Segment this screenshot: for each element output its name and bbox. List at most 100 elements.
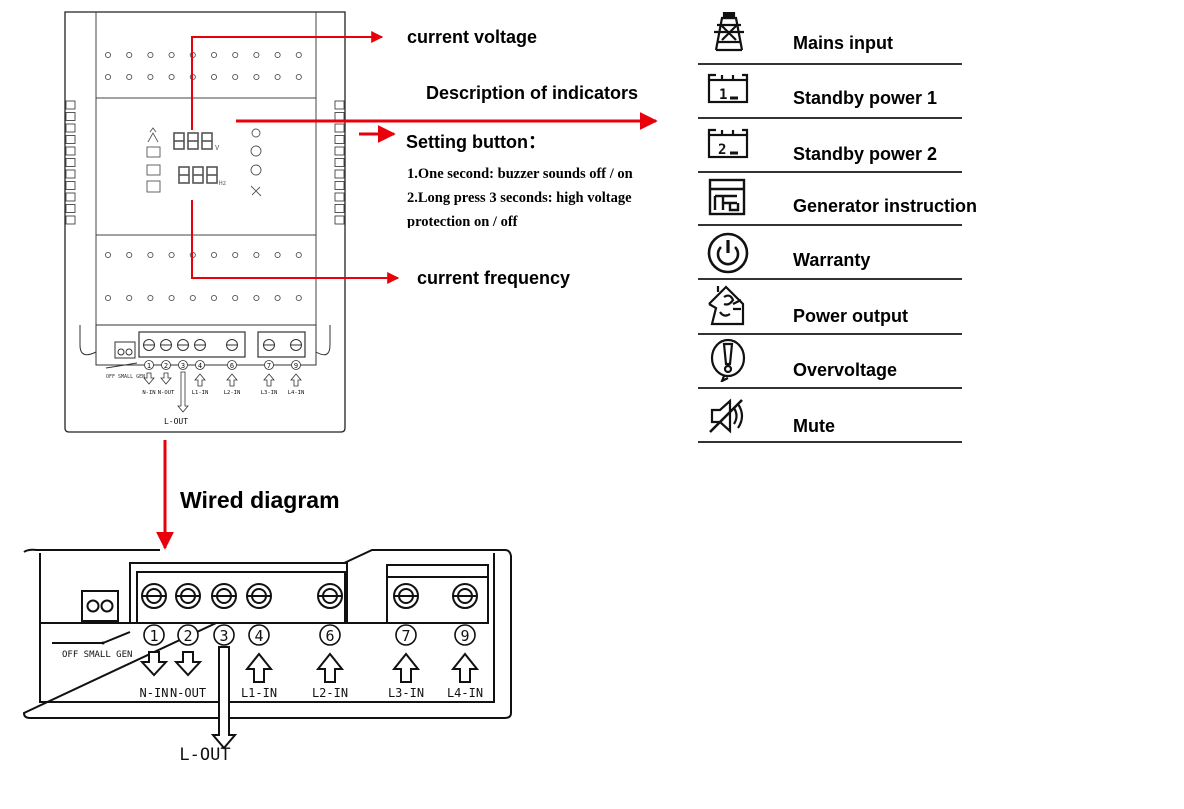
terminal-screws — [143, 339, 302, 351]
wired-diagram-title: Wired diagram — [180, 487, 340, 513]
wire-arrow — [315, 652, 345, 683]
terminal-number-ring — [195, 360, 205, 370]
segment-display — [173, 132, 218, 184]
terminal-number: 3 — [181, 362, 185, 370]
device-small: V Hz OFF SMALL GEN 1N-IN2N-OUT3L-OUT4L1-… — [64, 11, 346, 433]
side-clip — [65, 146, 76, 156]
vent-hole — [274, 251, 281, 259]
terminal-number-ring — [454, 624, 476, 646]
setting-line-2: 2.Long press 3 seconds: high voltage — [407, 190, 632, 206]
terminal-number: 2 — [183, 627, 192, 645]
vent-hole — [232, 294, 239, 302]
vent-hole — [104, 51, 112, 59]
side-clip — [334, 204, 345, 213]
legend-label-power-output: Power output — [793, 306, 908, 326]
vent-hole — [147, 51, 154, 59]
terminal-number-ring — [143, 624, 165, 646]
side-clip — [65, 215, 76, 225]
wire-arrow — [194, 373, 206, 387]
legend-divider — [698, 63, 962, 65]
legend-divider — [698, 117, 962, 119]
terminal-label: L3-IN — [388, 686, 424, 700]
battery-2-icon: 2 — [707, 128, 749, 159]
vent-hole — [210, 294, 218, 302]
terminal-number: 7 — [267, 362, 271, 370]
terminal-number-ring — [178, 360, 188, 370]
terminal-number: 9 — [294, 362, 298, 370]
terminal-label: L3-IN — [261, 390, 278, 396]
terminal-label: L-OUT — [164, 417, 188, 426]
legend-divider — [698, 278, 962, 280]
terminal-number-ring — [264, 360, 274, 370]
vent-hole — [253, 51, 260, 59]
terminal-number-ring — [161, 360, 171, 370]
vent-hole — [168, 51, 175, 59]
side-clip — [334, 192, 345, 202]
small-switch-label: OFF SMALL GEN — [106, 374, 145, 380]
vent-hole — [147, 294, 154, 302]
terminal-label: L-OUT — [179, 745, 230, 765]
mute-icon — [709, 398, 744, 434]
vent-hole — [295, 51, 302, 59]
vent-hole — [295, 251, 302, 259]
vent-hole — [126, 73, 133, 81]
terminal-number: 7 — [401, 627, 410, 645]
wire-arrow — [244, 652, 274, 683]
vent-hole — [104, 73, 112, 81]
side-clip — [334, 100, 345, 110]
side-clip — [65, 100, 76, 110]
vent-hole — [126, 251, 133, 259]
legend-label-overvoltage: Overvoltage — [793, 360, 898, 380]
wire-arrow — [139, 651, 169, 677]
side-clip — [334, 215, 345, 225]
wire-arrow — [173, 651, 203, 677]
legend-label-warranty: Warranty — [793, 250, 871, 270]
side-clip — [65, 169, 76, 179]
terminal-label: N-IN — [142, 390, 155, 396]
exclamation-icon — [710, 338, 746, 382]
terminal-number: 4 — [254, 627, 263, 645]
terminal-screws-large — [141, 583, 478, 609]
house-plug-icon — [708, 285, 745, 326]
terminal-number: 6 — [325, 627, 334, 645]
side-clip — [65, 135, 76, 144]
terminal-labels-large: 1N-IN2N-OUT3L-OUT4L1-IN6L2-IN7L3-IN9L4-I… — [139, 624, 483, 765]
wire-arrow — [263, 373, 275, 387]
setting-button-label: Setting button： — [406, 132, 546, 152]
wire-arrow — [210, 646, 238, 750]
side-clip — [65, 158, 76, 167]
vent-hole — [210, 51, 218, 59]
legend-label-mute: Mute — [793, 416, 835, 436]
vent-hole — [104, 251, 112, 259]
generator-icon — [708, 178, 746, 216]
terminal-label: L2-IN — [312, 686, 348, 700]
legend-divider — [698, 387, 962, 389]
vent-hole — [274, 73, 281, 81]
terminal-label: N-OUT — [158, 390, 175, 396]
wire-arrow — [143, 372, 155, 385]
side-clips — [65, 100, 345, 225]
vent-hole — [168, 73, 175, 81]
battery-1-icon: 1 — [707, 73, 749, 104]
vent-hole — [210, 73, 218, 81]
wire-arrow — [226, 373, 238, 387]
terminal-number: 3 — [219, 627, 228, 645]
side-clip — [65, 204, 76, 213]
vent-hole — [168, 251, 175, 259]
legend-label-standby-power-1: Standby power 1 — [793, 88, 938, 108]
svg-text:1: 1 — [719, 87, 727, 103]
vent-hole — [168, 294, 175, 302]
side-clip — [334, 135, 345, 144]
terminal-number: 4 — [198, 362, 202, 370]
vent-hole — [253, 294, 260, 302]
wire-arrow — [160, 372, 172, 385]
terminal-label: L2-IN — [224, 390, 241, 396]
side-clip — [65, 181, 76, 190]
setting-line-1: 1.One second: buzzer sounds off / on — [407, 166, 633, 182]
wire-arrow — [177, 371, 189, 413]
side-clip — [334, 181, 345, 190]
terminal-number-ring — [227, 360, 237, 370]
vent-hole — [295, 73, 302, 81]
